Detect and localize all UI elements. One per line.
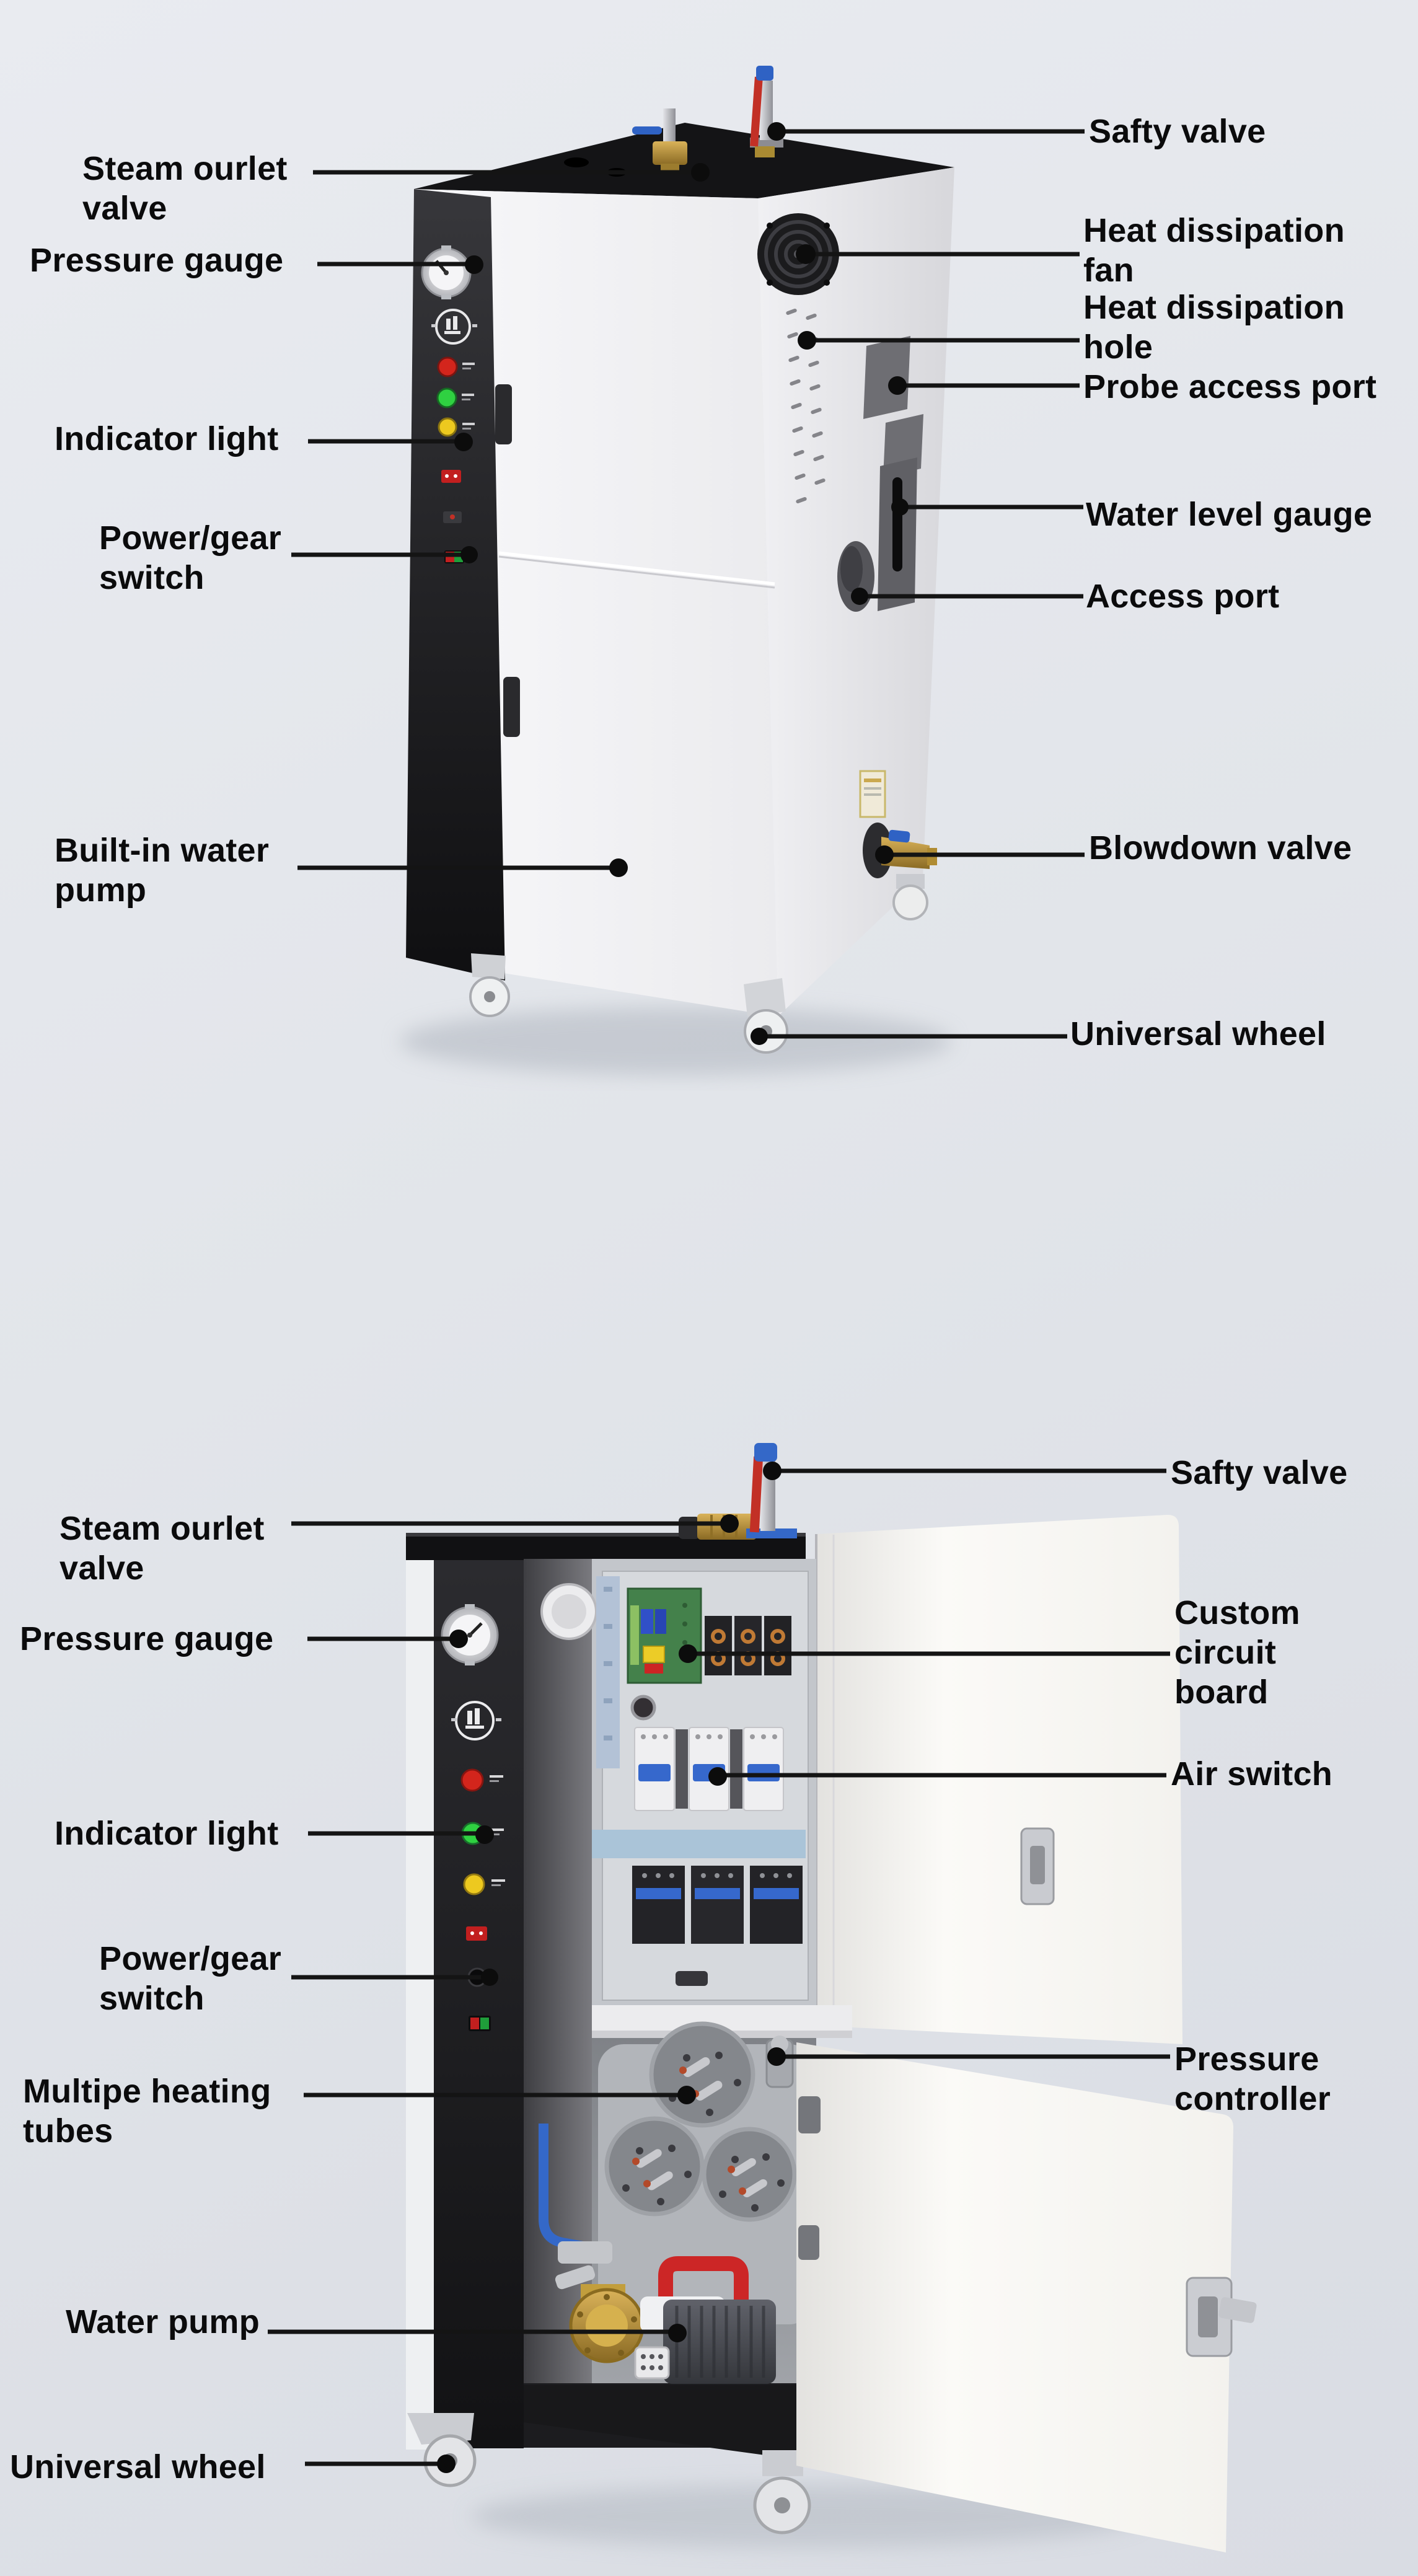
warning-sticker — [859, 770, 886, 818]
label-water-level-gauge: Water level gauge — [1086, 496, 1373, 533]
label-universal-wheel-bottom: Universal wheel — [10, 2448, 266, 2486]
label-probe-access-port: Probe access port — [1083, 368, 1377, 405]
left-edge-panel — [406, 1535, 434, 2450]
front-door-seam — [498, 551, 775, 586]
pipe-fitting — [558, 2241, 612, 2264]
front-door-seam-shadow — [498, 555, 775, 589]
lower-door-hinge-2 — [798, 2225, 819, 2260]
safety-valve-icon — [750, 66, 783, 157]
label-pressure-controller: Pressure controller — [1174, 2040, 1331, 2117]
lower-door[interactable] — [796, 2042, 1233, 2552]
din-rail-horizontal — [592, 1830, 806, 1858]
label-power-switch-top: Power/gear switch — [99, 519, 282, 596]
label-access-port: Access port — [1086, 578, 1280, 615]
caster-rear-right — [892, 874, 928, 920]
control-strip — [406, 189, 505, 981]
air-switch-icon[interactable] — [634, 1727, 784, 1811]
steam-outlet-valve-icon[interactable] — [632, 108, 687, 172]
upper-door-latch[interactable] — [1020, 1827, 1055, 1905]
terminal-blocks — [705, 1616, 791, 1675]
lower-door-hinge-1 — [798, 2096, 821, 2133]
pressure-controller-icon — [765, 2036, 794, 2088]
panel-slot — [676, 1971, 708, 1986]
label-steam-outlet-top: Steam ourlet valve — [82, 150, 288, 227]
label-custom-circuit-board: Custom circuit board — [1174, 1594, 1300, 1711]
panel-hole — [630, 1695, 656, 1721]
label-universal-wheel-top: Universal wheel — [1070, 1015, 1326, 1052]
steam-outlet-valve-icon[interactable] — [679, 1514, 797, 1540]
lower-door-latch[interactable] — [1186, 2277, 1257, 2357]
caster-front-left — [469, 953, 510, 1017]
heating-tube-flange-left — [604, 2116, 705, 2217]
upper-door[interactable] — [816, 1514, 1182, 2044]
label-safety-valve-bottom: Safty valve — [1171, 1454, 1348, 1491]
probe-access-port-icon — [863, 336, 910, 419]
label-heat-fan: Heat dissipation fan — [1083, 212, 1345, 289]
cable-gland — [540, 1583, 597, 1640]
brand-logo — [431, 309, 477, 345]
cabinet-top — [406, 1537, 806, 1560]
label-heat-hole: Heat dissipation hole — [1083, 289, 1345, 366]
contactors — [632, 1866, 803, 1944]
label-pressure-gauge-top: Pressure gauge — [30, 242, 284, 279]
heat-dissipation-fan-icon — [757, 213, 839, 295]
caster-front-right — [744, 978, 788, 1054]
steam-generator-exterior-illustration — [400, 66, 954, 1075]
label-builtin-water-pump: Built-in water pump — [55, 832, 270, 909]
heating-tube-flange-top — [649, 2021, 755, 2128]
label-pressure-gauge-bottom: Pressure gauge — [20, 1620, 274, 1657]
indicator-lights — [436, 356, 475, 437]
door-handle-upper[interactable] — [495, 384, 512, 444]
base-band — [524, 2385, 806, 2461]
interior-left-wall — [524, 1559, 592, 2444]
label-indicator-light-top: Indicator light — [55, 420, 279, 457]
label-blowdown-valve: Blowdown valve — [1089, 829, 1352, 867]
top-band — [406, 1533, 806, 1538]
custom-circuit-board-icon — [627, 1587, 702, 1684]
door-handle-lower[interactable] — [503, 677, 520, 737]
steam-generator-internal-illustration — [406, 1443, 1257, 2552]
floor-shadow — [400, 1007, 951, 1075]
power-gear-switches[interactable] — [441, 470, 464, 563]
safety-valve-icon — [749, 1443, 777, 1533]
brand-logo — [451, 1701, 501, 1740]
top-port-2 — [607, 168, 627, 177]
access-port-icon — [837, 541, 874, 612]
label-power-switch-bottom: Power/gear switch — [99, 1940, 282, 2017]
heating-tube-flange-right — [702, 2127, 797, 2222]
din-rail-vertical — [596, 1576, 620, 1768]
label-steam-outlet-bottom: Steam ourlet valve — [59, 1510, 265, 1587]
label-safety-valve-top: Safty valve — [1089, 113, 1266, 150]
label-water-pump: Water pump — [66, 2303, 260, 2340]
water-level-gauge-icon — [878, 457, 917, 611]
heat-dissipation-holes — [786, 308, 826, 504]
label-heating-tubes: Multipe heating tubes — [23, 2073, 271, 2150]
control-strip — [434, 1535, 524, 2448]
label-indicator-light-bottom: Indicator light — [55, 1815, 279, 1852]
label-air-switch: Air switch — [1171, 1755, 1333, 1793]
caster-right — [753, 2450, 811, 2534]
top-port-1 — [564, 157, 589, 167]
